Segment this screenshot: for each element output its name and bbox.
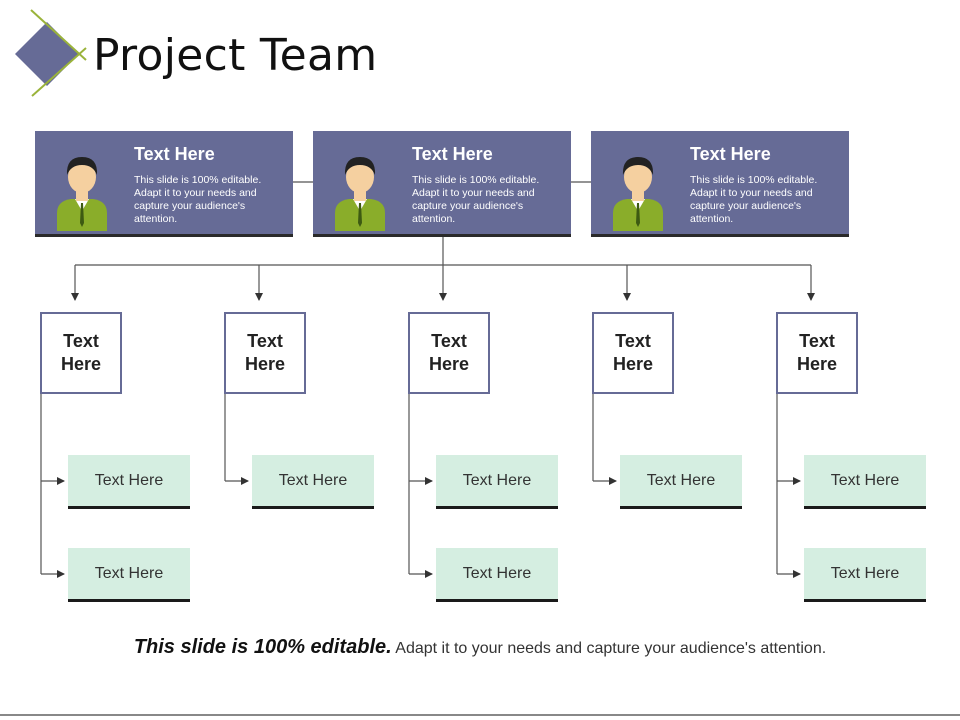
- member-box: Text Here: [776, 312, 858, 394]
- person-icon: [57, 157, 107, 231]
- leader-card: Text Here This slide is 100% editable. A…: [35, 131, 293, 237]
- leader-card: Text Here This slide is 100% editable. A…: [313, 131, 571, 237]
- sub-item: Text Here: [804, 455, 926, 509]
- page-title: Project Team: [93, 30, 378, 81]
- sub-item: Text Here: [620, 455, 742, 509]
- member-box: Text Here: [592, 312, 674, 394]
- member-label: Text Here: [60, 331, 102, 374]
- leader-description: This slide is 100% editable. Adapt it to…: [412, 174, 540, 225]
- footer-text: This slide is 100% editable. Adapt it to…: [0, 636, 960, 659]
- sub-item: Text Here: [68, 548, 190, 602]
- sub-item: Text Here: [252, 455, 374, 509]
- leader-card: Text Here This slide is 100% editable. A…: [591, 131, 849, 237]
- leader-name: Text Here: [412, 144, 493, 164]
- sub-item: Text Here: [436, 455, 558, 509]
- sub-item: Text Here: [436, 548, 558, 602]
- leader-name: Text Here: [134, 144, 215, 164]
- leader-name: Text Here: [690, 144, 771, 164]
- member-label: Text Here: [612, 331, 654, 374]
- member-label: Text Here: [428, 331, 470, 374]
- member-label: Text Here: [244, 331, 286, 374]
- footer-rest: Adapt it to your needs and capture your …: [391, 640, 827, 657]
- leader-description: This slide is 100% editable. Adapt it to…: [690, 174, 818, 225]
- person-icon: [335, 157, 385, 231]
- member-box: Text Here: [224, 312, 306, 394]
- title-diamond-icon: [15, 9, 87, 97]
- member-label: Text Here: [796, 331, 838, 374]
- leader-description: This slide is 100% editable. Adapt it to…: [134, 174, 262, 225]
- sub-item: Text Here: [804, 548, 926, 602]
- member-box: Text Here: [40, 312, 122, 394]
- footer-bold: This slide is 100% editable.: [133, 636, 392, 658]
- bottom-divider: [0, 714, 960, 716]
- sub-item: Text Here: [68, 455, 190, 509]
- member-box: Text Here: [408, 312, 490, 394]
- person-icon: [613, 157, 663, 231]
